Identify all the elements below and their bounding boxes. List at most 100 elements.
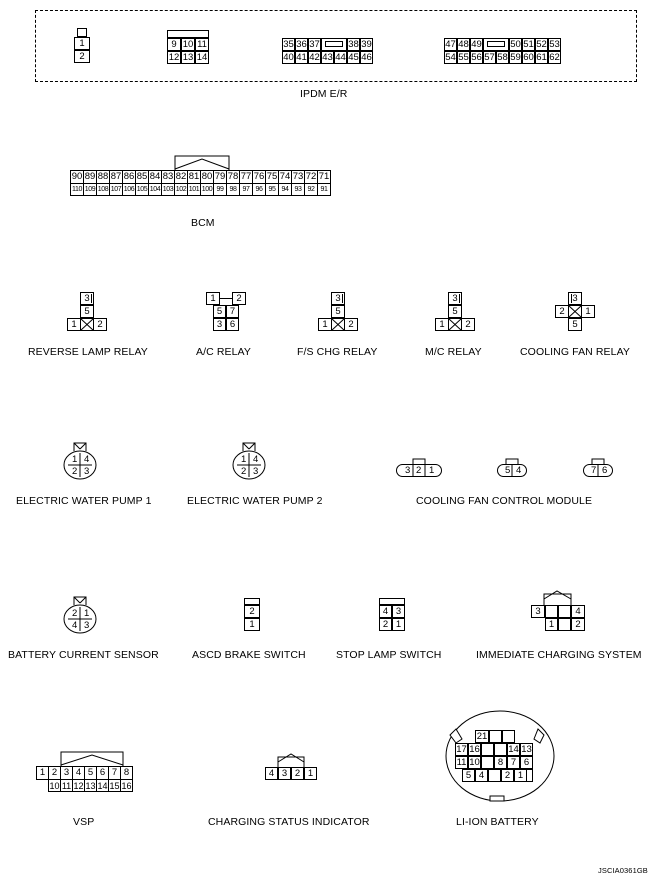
- bcm-pin-98: 98: [226, 183, 240, 196]
- cooling-fan-relay-pin-1: 1: [581, 305, 595, 318]
- ipdm-pin-38: 38: [347, 38, 360, 51]
- ipdm-c1-lock: [77, 28, 87, 37]
- ipdm-pin-1: 1: [74, 37, 90, 50]
- bcm-pin-73: 73: [291, 170, 305, 184]
- mc-relay-cross: [448, 318, 462, 331]
- bcm-pin-95: 95: [265, 183, 279, 196]
- bcm-pin-90: 90: [70, 170, 84, 184]
- mc-relay-pin-1: 1: [435, 318, 449, 331]
- liion-pin-11: 11: [455, 756, 468, 769]
- ascd-lock: [244, 598, 260, 605]
- liion-pin-10: 10: [468, 756, 481, 769]
- ewp2-label: ELECTRIC WATER PUMP 2: [187, 495, 323, 507]
- ipdm-pin-58: 58: [496, 51, 509, 64]
- liion-pin-1: 1: [514, 769, 527, 782]
- cooling-fan-relay-pin3-key: [571, 294, 572, 303]
- cooling-fan-relay-pin-2: 2: [555, 305, 569, 318]
- csi-pin-1: 1: [304, 767, 317, 780]
- liion-blank-r3a: [481, 756, 494, 769]
- bcm-pin-104: 104: [148, 183, 162, 196]
- bcm-pin-107: 107: [109, 183, 123, 196]
- ipdm-c4-slot: [487, 41, 505, 47]
- cfcm-connector-b: [497, 458, 527, 477]
- mc-relay-pin-3: 3: [448, 292, 462, 305]
- cfcm-pin-5: 5: [505, 465, 511, 476]
- cfcm-connector-c: [583, 458, 613, 477]
- bcm-pin-97: 97: [239, 183, 253, 196]
- ipdm-pin-39: 39: [360, 38, 373, 51]
- ipdm-pin-56: 56: [470, 51, 483, 64]
- bcs-pin-2: 2: [72, 608, 78, 619]
- ac-relay-pin-7: 7: [226, 305, 239, 318]
- ipdm-pin-49: 49: [470, 38, 483, 51]
- ewp2-pin-3: 3: [253, 466, 259, 477]
- fs-chg-relay-pin3-key: [342, 294, 343, 303]
- reverse-lamp-relay-pin3-key: [91, 294, 92, 303]
- vsp-pin-16: 16: [120, 779, 133, 792]
- ipdm-pin-36: 36: [295, 38, 308, 51]
- liion-blank-r2b: [494, 743, 507, 756]
- bcm-pin-94: 94: [278, 183, 292, 196]
- ipdm-pin-9: 9: [167, 38, 181, 51]
- cooling-fan-relay-cross: [568, 305, 582, 318]
- ipdm-pin-37: 37: [308, 38, 321, 51]
- cooling-fan-relay-pin-5: 5: [568, 318, 582, 331]
- cfcm-pin-2: 2: [416, 465, 422, 476]
- fs-chg-relay-pin-5: 5: [331, 305, 345, 318]
- liion-pin-17: 17: [455, 743, 468, 756]
- csi-lock-tab: [277, 753, 305, 767]
- csi-pin-3: 3: [278, 767, 291, 780]
- fs-chg-relay-pin-3: 3: [331, 292, 345, 305]
- liion-pin-7: 7: [507, 756, 520, 769]
- fs-chg-relay-label: F/S CHG RELAY: [297, 346, 378, 358]
- ipdm-pin-12: 12: [167, 51, 181, 64]
- csi-pin-2: 2: [291, 767, 304, 780]
- bcm-pin-96: 96: [252, 183, 266, 196]
- stop-lamp-pin-1: 1: [392, 618, 405, 631]
- bcm-pin-80: 80: [200, 170, 214, 184]
- ewp2-pin-4: 4: [253, 454, 259, 465]
- ipdm-pin-2: 2: [74, 50, 90, 63]
- liion-pin-6: 6: [520, 756, 533, 769]
- ac-relay-pin-5: 5: [213, 305, 226, 318]
- ac-relay-pin-6: 6: [226, 318, 239, 331]
- bcm-pin-83: 83: [161, 170, 175, 184]
- cfcm-pin-6: 6: [602, 465, 608, 476]
- diagram-code: JSCIA0361GB: [598, 866, 648, 875]
- ascd-pin-1: 1: [244, 618, 260, 631]
- bcm-lock-tab: [174, 155, 230, 170]
- ac-relay-pin-2: 2: [232, 292, 246, 305]
- liion-label: LI-ION BATTERY: [456, 816, 539, 828]
- ascd-pin-2: 2: [244, 605, 260, 618]
- vsp-pin-15: 15: [108, 779, 121, 792]
- ipdm-pin-41: 41: [295, 51, 308, 64]
- bcm-pin-106: 106: [122, 183, 136, 196]
- ipdm-c3-slot: [325, 41, 343, 47]
- bcm-pin-78: 78: [226, 170, 240, 184]
- reverse-lamp-relay-pin-2: 2: [93, 318, 107, 331]
- bcm-pin-74: 74: [278, 170, 292, 184]
- bcm-pin-77: 77: [239, 170, 253, 184]
- csi-label: CHARGING STATUS INDICATOR: [208, 816, 370, 828]
- bcm-pin-71: 71: [317, 170, 331, 184]
- ipdm-pin-48: 48: [457, 38, 470, 51]
- bcm-pin-103: 103: [161, 183, 175, 196]
- ipdm-pin-10: 10: [181, 38, 195, 51]
- ipdm-pin-40: 40: [282, 51, 295, 64]
- ipdm-pin-62: 62: [548, 51, 561, 64]
- reverse-lamp-relay-label: REVERSE LAMP RELAY: [28, 346, 148, 358]
- fs-chg-relay-pin-1: 1: [318, 318, 332, 331]
- bcm-pin-110: 110: [70, 183, 84, 196]
- fs-chg-relay-pin-2: 2: [344, 318, 358, 331]
- bcm-pin-99: 99: [213, 183, 227, 196]
- liion-blank-r2a: [481, 743, 494, 756]
- bcs-label: BATTERY CURRENT SENSOR: [8, 649, 159, 661]
- bcm-pin-79: 79: [213, 170, 227, 184]
- bcm-pin-84: 84: [148, 170, 162, 184]
- ipdm-pin-60: 60: [522, 51, 535, 64]
- bcm-pin-89: 89: [83, 170, 97, 184]
- mc-relay-pin3-key: [459, 294, 460, 303]
- ipdm-pin-13: 13: [181, 51, 195, 64]
- bcm-pin-88: 88: [96, 170, 110, 184]
